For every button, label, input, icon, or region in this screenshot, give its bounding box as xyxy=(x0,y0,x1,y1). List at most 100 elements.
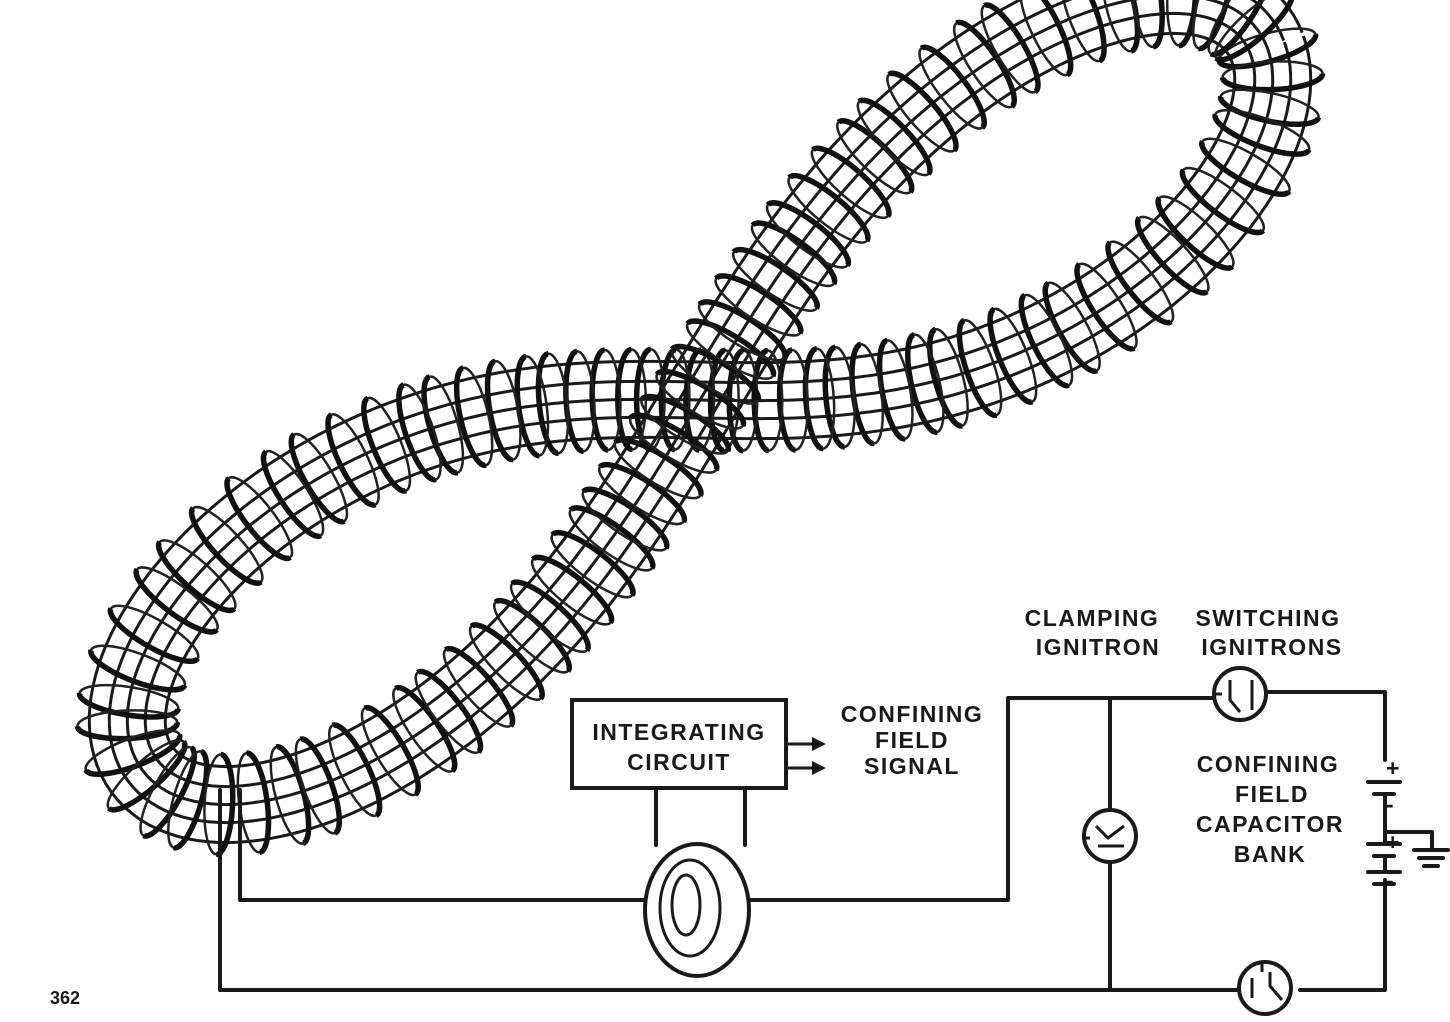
coil-winding xyxy=(613,437,704,497)
coil-winding xyxy=(1107,0,1141,54)
capacitor-minus-2: - xyxy=(1386,867,1395,893)
coil-winding xyxy=(275,744,312,846)
coil-winding xyxy=(325,412,377,508)
bank-label-4: BANK xyxy=(1234,841,1306,867)
coil-winding xyxy=(396,382,437,483)
coil-winding xyxy=(707,347,726,454)
capacitor-plus-2: + xyxy=(1386,829,1401,855)
coil-winding xyxy=(1179,168,1266,236)
coil-winding xyxy=(260,449,323,539)
bank-label-3: CAPACITOR xyxy=(1196,811,1344,837)
integrating-circuit-box xyxy=(570,698,788,790)
coil-winding xyxy=(857,97,933,176)
clamping-label-2: IGNITRON xyxy=(1036,634,1160,660)
coil-winding xyxy=(188,506,263,586)
coil-winding xyxy=(76,692,181,720)
coil-winding xyxy=(133,567,219,635)
coil-winding xyxy=(88,649,188,693)
signal-label-3: SIGNAL xyxy=(864,753,960,779)
tube-contour-line xyxy=(143,0,1293,789)
tube-contour-line xyxy=(87,31,1237,845)
coil-winding xyxy=(714,273,804,335)
coil-winding xyxy=(750,220,838,286)
coil-winding xyxy=(394,684,458,774)
coil-winding xyxy=(1217,95,1322,128)
coil-winding xyxy=(550,529,636,597)
page-number: 362 xyxy=(50,988,80,1008)
bank-label-1: CONFINING xyxy=(1197,751,1340,777)
capacitor-bank-icon xyxy=(1366,780,1402,886)
coil-winding xyxy=(927,326,963,429)
coil-winding xyxy=(510,579,591,652)
pickup-lead-wire xyxy=(654,786,747,847)
coil-winding xyxy=(155,540,237,614)
coil-winding xyxy=(453,365,487,469)
tube-contour-line xyxy=(107,11,1257,825)
switching-label-1: SWITCHING xyxy=(1195,605,1340,631)
signal-output-arrows xyxy=(786,737,826,775)
coil-winding xyxy=(1105,240,1173,326)
coil-winding xyxy=(1214,0,1295,63)
bottom-right-wire xyxy=(1298,878,1387,992)
coil-winding xyxy=(628,412,720,472)
integrating-label-2: CIRCUIT xyxy=(627,749,731,775)
coil-winding xyxy=(1074,262,1136,352)
clamping-label-1: CLAMPING xyxy=(1025,605,1160,631)
coil-winding xyxy=(802,346,824,452)
coil-winding xyxy=(484,358,514,463)
coil-winding xyxy=(765,200,852,268)
coil-winding xyxy=(987,306,1034,405)
tube-contour-line xyxy=(163,0,1313,769)
coil-winding xyxy=(822,344,845,450)
coil-winding xyxy=(983,2,1041,95)
coil-winding xyxy=(331,722,383,818)
coil-winding xyxy=(416,668,484,755)
current-transformer-icon xyxy=(643,842,751,978)
coil-winding xyxy=(299,736,343,836)
coil-winding xyxy=(1018,292,1070,389)
coil-winding xyxy=(589,347,609,453)
coil-winding xyxy=(731,246,820,310)
coil-winding xyxy=(288,432,346,525)
coil-winding xyxy=(597,461,688,524)
capacitor-minus-1: - xyxy=(1386,791,1395,817)
coil-winding xyxy=(493,597,573,673)
coil-winding xyxy=(1219,73,1326,93)
coil-winding xyxy=(215,751,236,858)
coil-winding xyxy=(443,645,516,728)
coil-winding xyxy=(919,44,987,130)
coil-winding xyxy=(246,750,272,856)
signal-label-1: CONFINING xyxy=(841,701,984,727)
clamping-ignitron-icon xyxy=(1082,808,1138,864)
outer-return-wire xyxy=(218,788,1242,992)
coil-winding xyxy=(1022,0,1074,78)
coil-winding xyxy=(697,299,788,360)
coil-winding xyxy=(421,374,459,476)
coil-winding xyxy=(615,346,633,453)
coil-winding xyxy=(956,317,998,419)
coil-winding xyxy=(685,318,777,378)
integrating-label-1: INTEGRATING xyxy=(592,719,765,745)
coil-winding xyxy=(887,70,959,153)
coil-winding xyxy=(535,351,559,456)
coil-winding xyxy=(1139,0,1165,50)
signal-label-2: FIELD xyxy=(875,727,949,753)
switching-ignitron-top-icon xyxy=(1212,666,1268,722)
coil-winding-back xyxy=(1130,0,1164,49)
coil-winding xyxy=(107,607,200,665)
coil-winding xyxy=(361,395,407,494)
coil-winding xyxy=(1064,0,1107,64)
circuit-wiring xyxy=(218,690,1434,992)
coil-winding xyxy=(810,145,892,219)
ground-icon xyxy=(1412,848,1450,868)
switching-label-2: IGNITRONS xyxy=(1201,634,1342,660)
coil-winding xyxy=(581,486,670,550)
coil-winding xyxy=(1212,113,1312,157)
helical-coil-windings xyxy=(74,0,1326,858)
tube-contour-line xyxy=(125,0,1275,807)
inner-signal-wire xyxy=(238,696,1217,902)
coil-winding xyxy=(905,332,938,435)
coil-winding xyxy=(568,505,656,570)
coil-winding xyxy=(363,704,421,797)
coil-winding xyxy=(531,554,615,625)
